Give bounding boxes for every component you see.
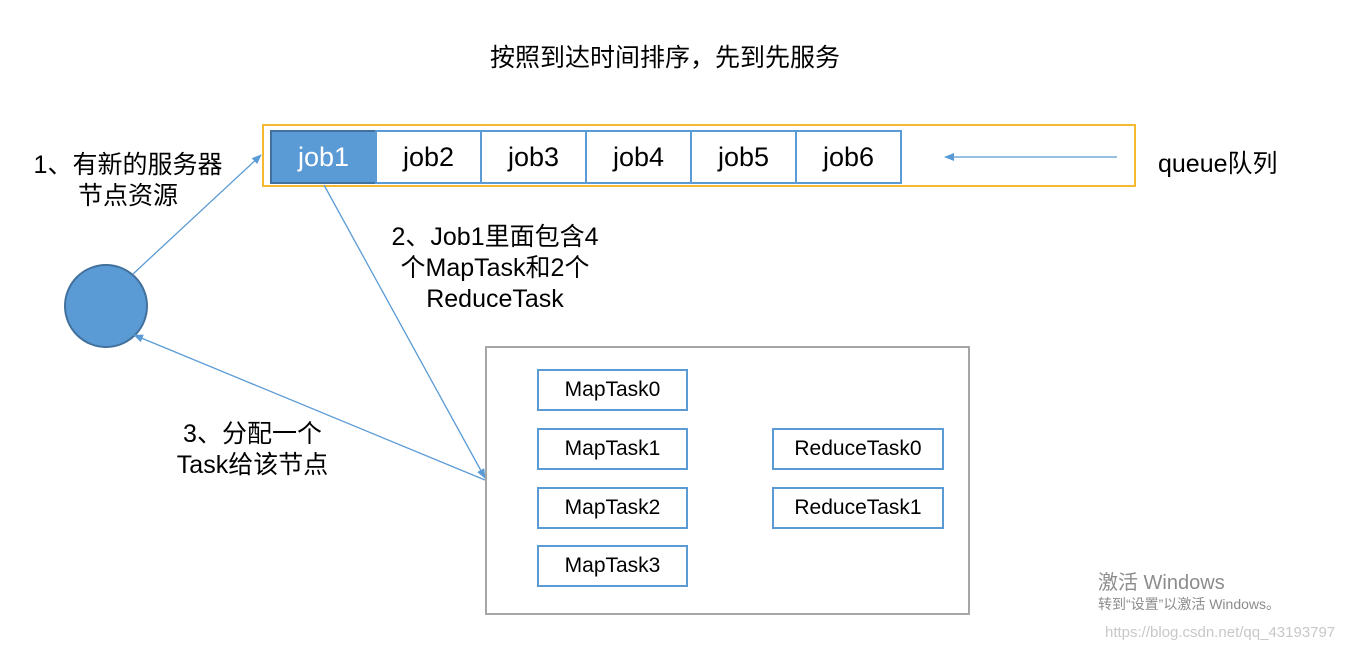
task-container	[485, 346, 970, 615]
job-queue: job1 job2 job3 job4 job5 job6	[270, 130, 902, 184]
step3-line2: Task给该节点	[176, 451, 329, 479]
step2-line3: ReduceTask	[426, 285, 564, 313]
queue-label: queue队列	[1158, 150, 1278, 178]
step2-label: 2、Job1里面包含4 个MapTask和2个 ReduceTask	[370, 222, 620, 315]
step3-label: 3、分配一个 Task给该节点	[160, 419, 345, 481]
step1-line2: 节点资源	[77, 182, 178, 210]
job1-to-tasks-arrow	[323, 184, 486, 479]
map-task-1: MapTask1	[537, 428, 688, 470]
step3-line1: 3、分配一个	[183, 420, 322, 448]
step2-line2: 个MapTask和2个	[400, 254, 590, 282]
map-task-3: MapTask3	[537, 545, 688, 587]
job-cell-1: job1	[270, 130, 377, 184]
server-node-circle	[64, 264, 148, 348]
tasks-to-node-arrow	[133, 334, 486, 481]
job-cell-5: job5	[690, 130, 797, 184]
activate-windows-hint: 转到“设置”以激活 Windows。	[1098, 596, 1281, 612]
step2-line1: 2、Job1里面包含4	[391, 223, 599, 251]
activate-windows-title: 激活 Windows	[1098, 572, 1225, 594]
step1-line1: 1、有新的服务器	[33, 151, 223, 179]
job-cell-6: job6	[795, 130, 902, 184]
reduce-task-1: ReduceTask1	[772, 487, 944, 529]
job-cell-2: job2	[375, 130, 482, 184]
diagram-title: 按照到达时间排序，先到先服务	[489, 44, 840, 72]
map-task-2: MapTask2	[537, 487, 688, 529]
source-url-watermark: https://blog.csdn.net/qq_43193797	[1105, 624, 1336, 641]
reduce-task-0: ReduceTask0	[772, 428, 944, 470]
node-to-queue-arrow	[132, 154, 262, 275]
step1-label: 1、有新的服务器 节点资源	[20, 150, 236, 212]
queue-frame	[262, 124, 1136, 187]
map-task-0: MapTask0	[537, 369, 688, 411]
job-cell-4: job4	[585, 130, 692, 184]
job-cell-3: job3	[480, 130, 587, 184]
